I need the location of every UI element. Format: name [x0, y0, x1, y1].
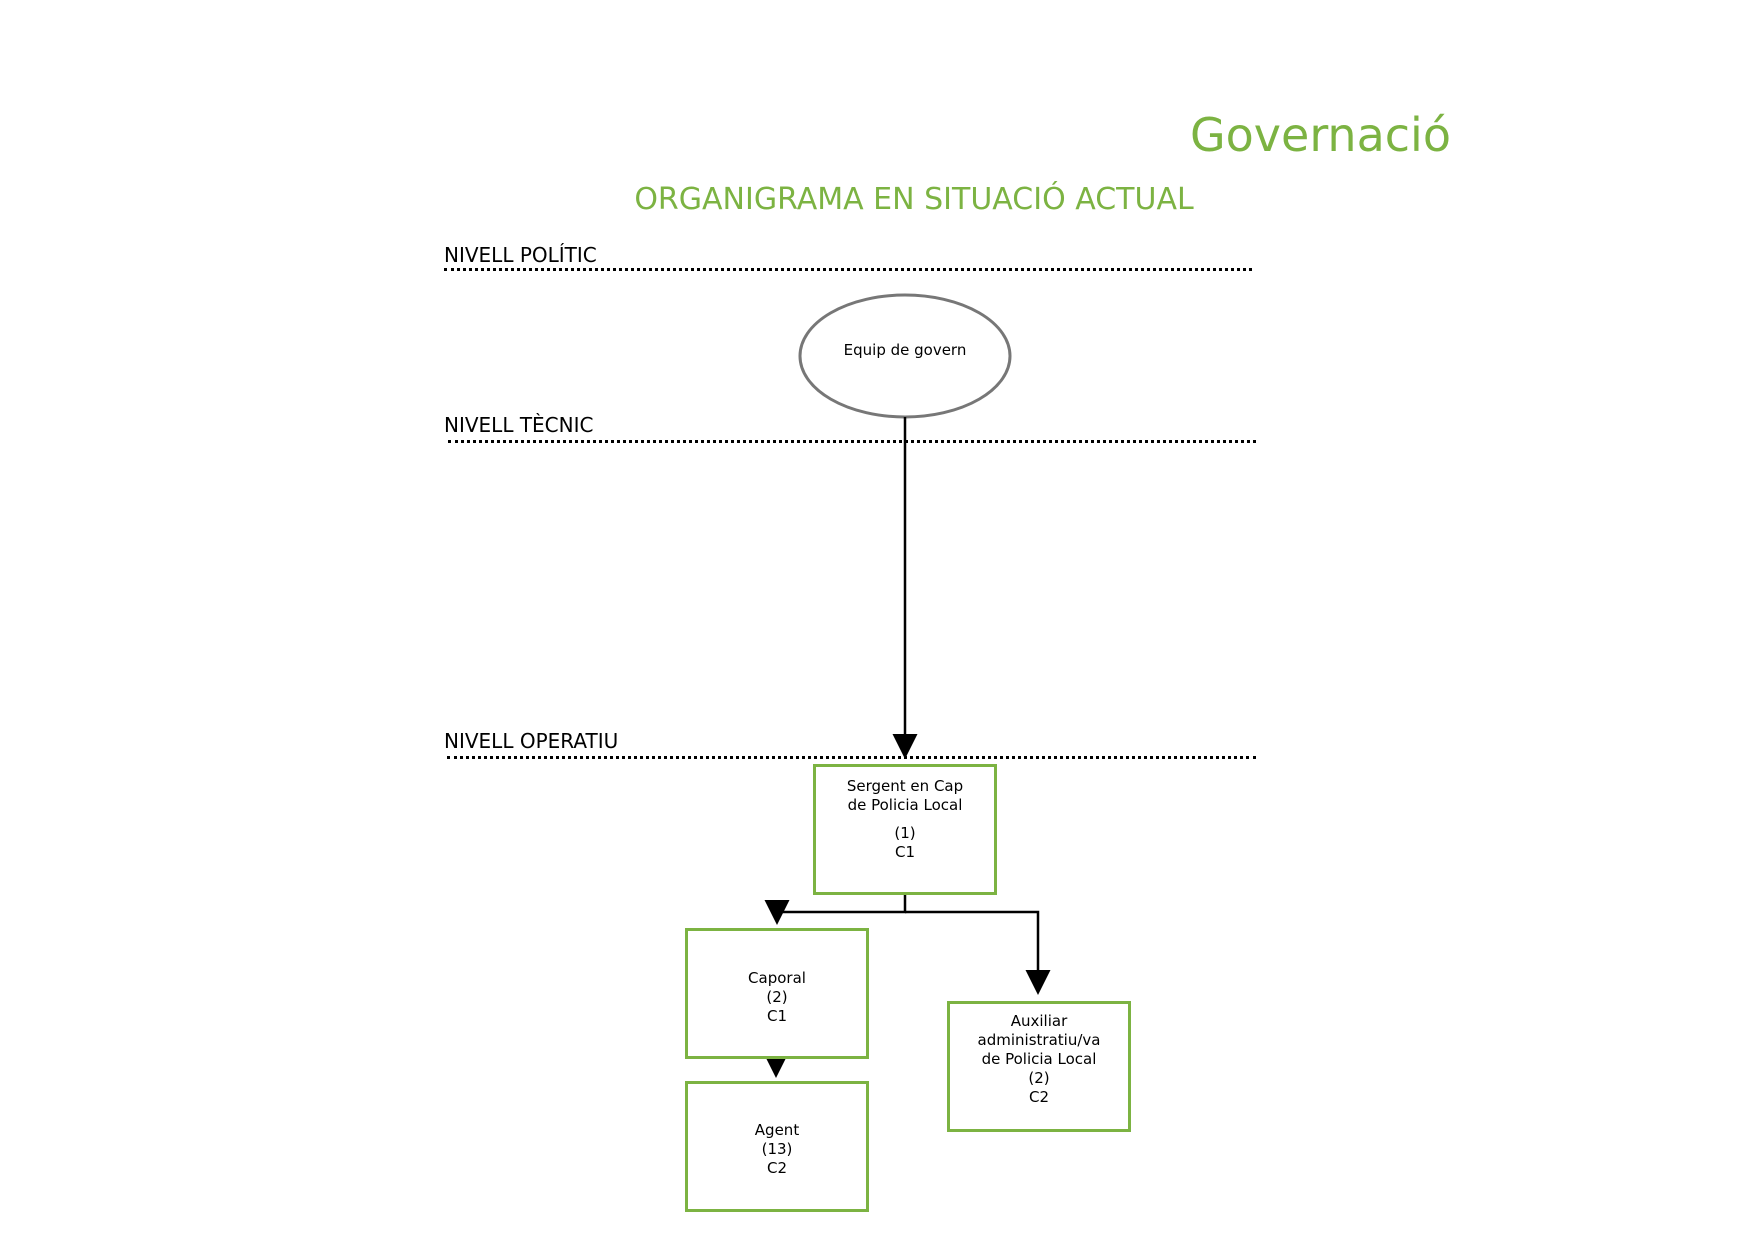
- sergent-group: C1: [894, 843, 916, 861]
- chart-title: ORGANIGRAMA EN SITUACIÓ ACTUAL: [634, 182, 1194, 217]
- level-label-operatiu: NIVELL OPERATIU: [444, 729, 619, 753]
- level-label-politic: NIVELL POLÍTIC: [444, 243, 597, 267]
- sergent-count: (1): [894, 824, 916, 842]
- org-node-caporal: Caporal (2) C1: [685, 928, 869, 1059]
- auxiliar-count: (2): [1028, 1069, 1050, 1087]
- connector-sergent-to-auxiliar: [905, 910, 1051, 995]
- org-node-auxiliar: Auxiliar administratiu/va de Policia Loc…: [947, 1001, 1131, 1132]
- org-node-agent: Agent (13) C2: [685, 1081, 869, 1212]
- department-title: Governació: [1190, 108, 1451, 162]
- org-node-sergent: Sergent en Cap de Policia Local (1) C1: [813, 764, 997, 895]
- sergent-title-line2: de Policia Local: [847, 796, 963, 814]
- auxiliar-title-line1: Auxiliar: [1010, 1012, 1068, 1030]
- caporal-title: Caporal: [748, 969, 806, 987]
- caporal-count: (2): [766, 988, 788, 1006]
- auxiliar-title-line3: de Policia Local: [981, 1050, 1097, 1068]
- auxiliar-title-line2: administratiu/va: [977, 1031, 1101, 1049]
- level-divider-operatiu: [447, 756, 1256, 759]
- level-divider-politic: [444, 268, 1252, 271]
- agent-title: Agent: [754, 1121, 800, 1139]
- level-label-tecnic: NIVELL TÈCNIC: [444, 413, 594, 437]
- caporal-group: C1: [766, 1007, 788, 1025]
- sergent-title-line1: Sergent en Cap: [846, 777, 964, 795]
- agent-count: (13): [761, 1140, 793, 1158]
- agent-group: C2: [766, 1159, 788, 1177]
- level-divider-tecnic: [448, 440, 1256, 443]
- equip-govern-label: Equip de govern: [843, 341, 967, 359]
- connector-sergent-branch: [764, 895, 907, 925]
- auxiliar-group: C2: [1028, 1088, 1050, 1106]
